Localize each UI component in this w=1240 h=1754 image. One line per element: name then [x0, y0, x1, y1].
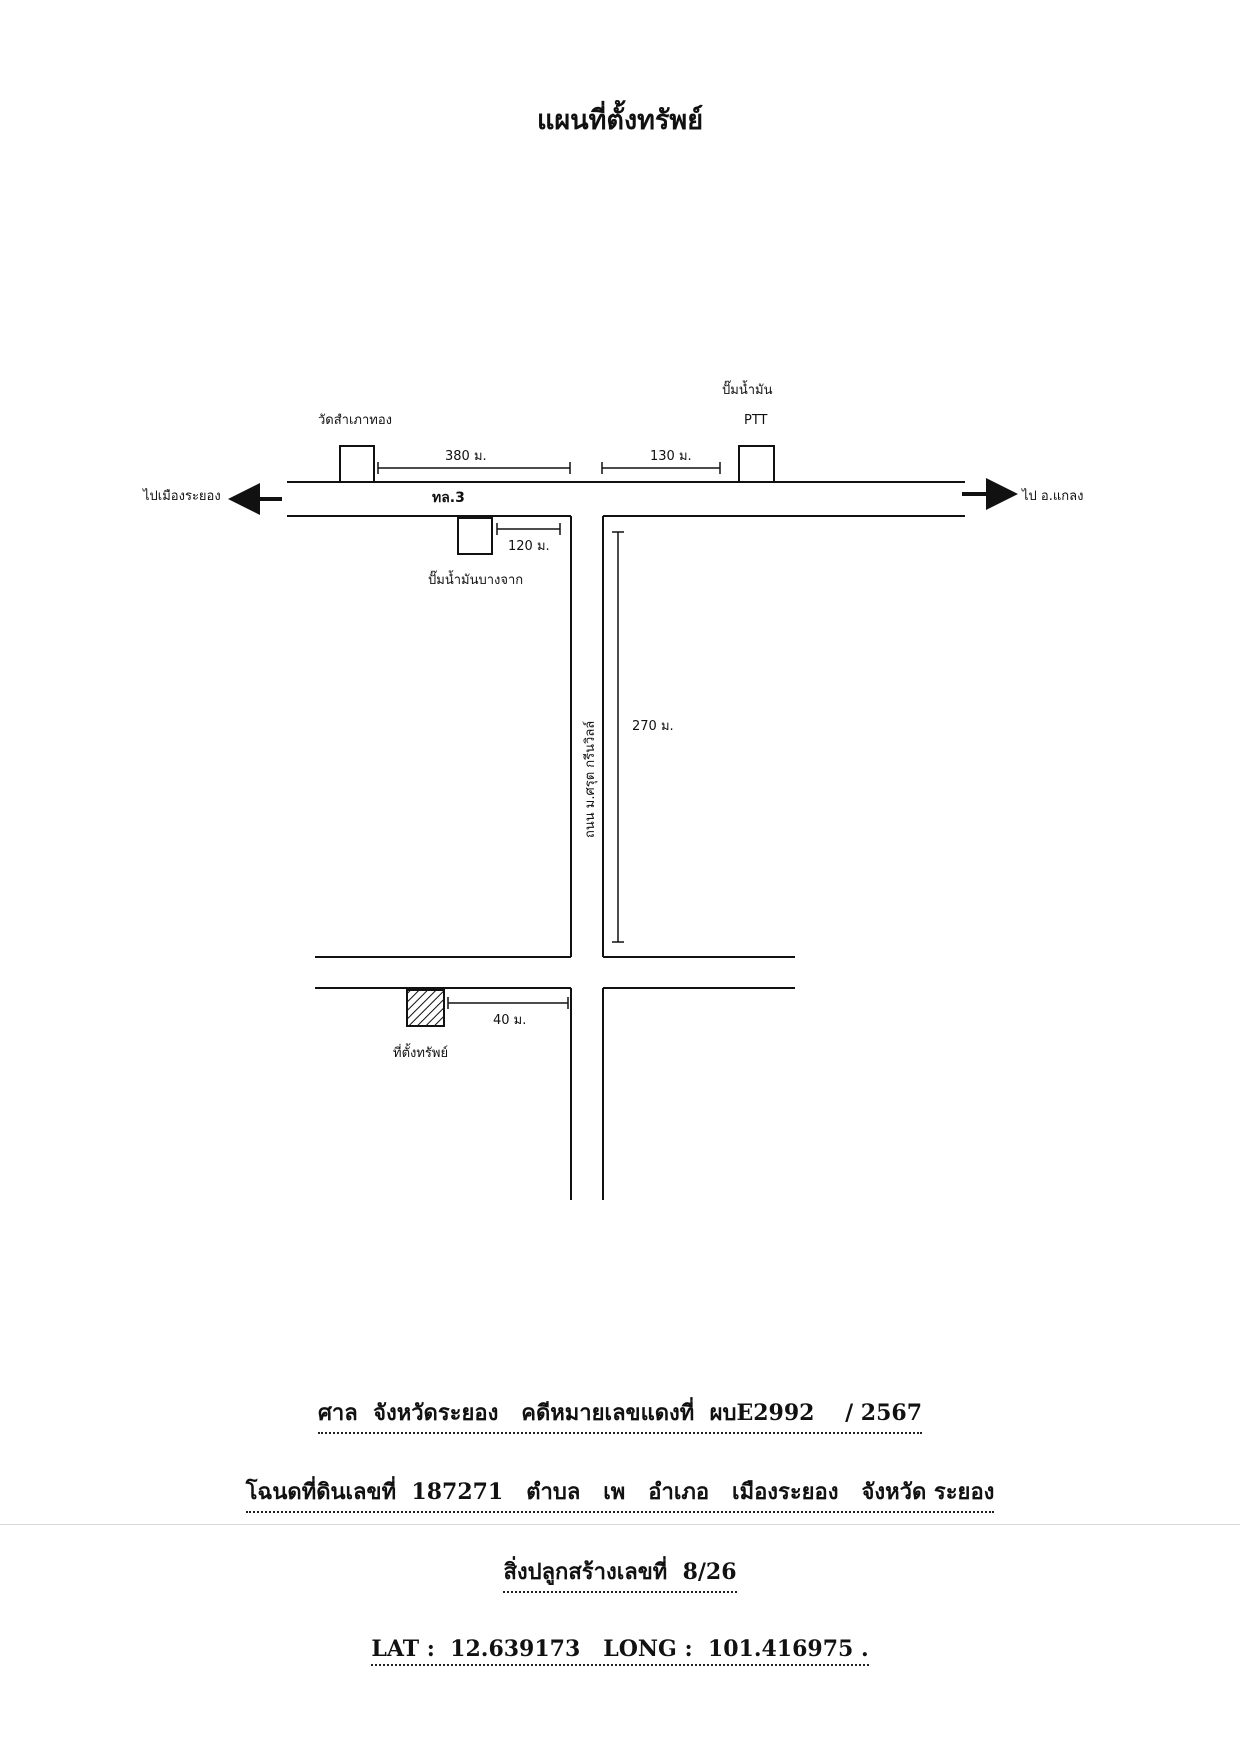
building-number-line: สิ่งปลูกสร้างเลขที่ 8/26	[0, 1554, 1240, 1593]
label-side-road: ถนน ม.ศรุต กรีนวิลล์	[582, 721, 598, 838]
label-120: 120 ม.	[508, 539, 550, 554]
page-divider	[0, 1524, 1240, 1525]
measure-120	[496, 523, 561, 535]
label-highway: ทล.3	[432, 490, 465, 506]
side-road	[570, 516, 604, 1200]
measure-270	[612, 531, 624, 943]
highway-road	[287, 481, 965, 517]
label-to-klaeng: ไป อ.แกลง	[1021, 488, 1083, 504]
coordinates-line: LAT : 12.639173 LONG : 101.416975 .	[0, 1636, 1240, 1666]
location-map: ไปเมืองระยอง ไป อ.แกลง วัดสำเภาทอง ปั๊มน…	[142, 380, 1083, 1200]
court-case-line: ศาล จังหวัดระยอง คดีหมายเลขแดงที่ ผบE299…	[0, 1395, 1240, 1434]
title-deed-line: โฉนดที่ดินเลขที่ 187271 ตำบล เพ อำเภอ เม…	[0, 1474, 1240, 1513]
coordinates-text: LAT : 12.639173 LONG : 101.416975 .	[371, 1636, 869, 1666]
measure-130	[601, 462, 721, 474]
measure-380	[377, 462, 571, 474]
label-ptt-line2: PTT	[744, 413, 768, 428]
label-bangchak: ปั๊มน้ำมันบางจาก	[428, 570, 523, 588]
court-case-text: ศาล จังหวัดระยอง คดีหมายเลขแดงที่ ผบE299…	[317, 1395, 923, 1434]
measure-40	[447, 997, 569, 1009]
bangchak-station-marker	[457, 517, 493, 555]
label-270: 270 ม.	[632, 719, 674, 734]
property-marker	[406, 989, 445, 1027]
building-number-text: สิ่งปลูกสร้างเลขที่ 8/26	[503, 1554, 737, 1593]
label-to-rayong: ไปเมืองระยอง	[142, 488, 221, 504]
ptt-station-marker	[738, 445, 775, 483]
label-ptt-line1: ปั๊มน้ำมัน	[722, 380, 773, 398]
temple-marker	[339, 445, 375, 483]
label-property: ที่ตั้งทรัพย์	[393, 1043, 448, 1061]
title-deed-text: โฉนดที่ดินเลขที่ 187271 ตำบล เพ อำเภอ เม…	[245, 1474, 995, 1513]
label-40: 40 ม.	[493, 1013, 526, 1028]
label-380: 380 ม.	[445, 449, 487, 464]
label-temple: วัดสำเภาทอง	[318, 413, 392, 428]
label-130: 130 ม.	[650, 449, 692, 464]
cross-road	[315, 956, 795, 989]
page-title: แผนที่ตั้งทรัพย์	[536, 105, 704, 136]
